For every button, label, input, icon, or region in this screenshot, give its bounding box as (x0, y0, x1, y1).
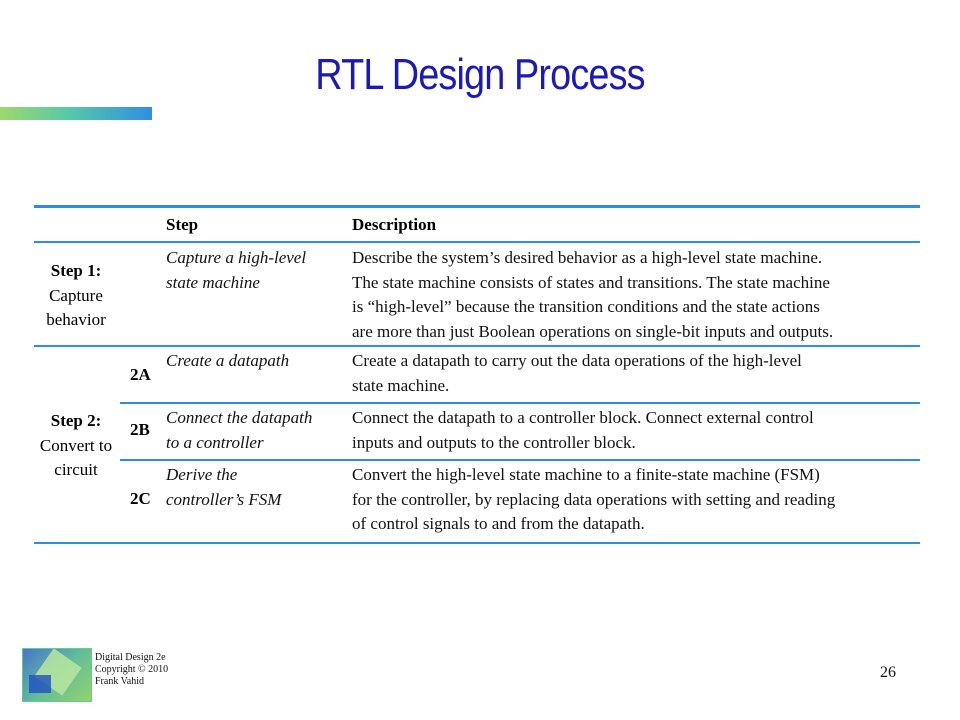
step2-name-cell: Step 2: Convert to circuit (34, 409, 118, 483)
substep-rule (120, 402, 920, 404)
substep-rule (120, 459, 920, 461)
table-bottom-rule (34, 542, 920, 544)
substep-step-line: Create a datapath (166, 351, 290, 370)
process-table: Step Description Step 1: Capture behavio… (34, 205, 920, 544)
page-number: 26 (880, 664, 896, 681)
substep-description-cell: Convert the high-level state machine to … (352, 463, 920, 537)
table-top-rule (34, 205, 920, 208)
substep-code: 2B (130, 420, 150, 439)
substep-description-cell: Connect the datapath to a controller blo… (352, 406, 920, 455)
step1-step-line: Capture a high-level (166, 248, 307, 267)
step1-desc-line: is “high-level” because the transition c… (352, 297, 820, 316)
substep-step-cell: Connect the datapath to a controller (166, 406, 312, 455)
step1-description-cell: Describe the system’s desired behavior a… (352, 246, 920, 344)
substep-code: 2C (130, 489, 151, 508)
substep-desc-line: Create a datapath to carry out the data … (352, 351, 802, 370)
step1-label: Step 1: (50, 261, 102, 280)
substep-desc-line: for the controller, by replacing data op… (352, 489, 836, 509)
step1-name-line: Capture (49, 285, 103, 305)
substep-step-line: to a controller (166, 432, 264, 452)
step1-desc-line: are more than just Boolean operations on… (352, 321, 834, 341)
logo-shape (29, 675, 51, 693)
step2-name-line: circuit (54, 460, 98, 479)
header-rule (34, 241, 920, 243)
substep-desc-line: Connect the datapath to a controller blo… (352, 408, 814, 427)
step1-desc-line: Describe the system’s desired behavior a… (352, 248, 823, 267)
step2-label: Step 2: (50, 411, 102, 430)
footer-credits: Digital Design 2e Copyright © 2010 Frank… (95, 652, 168, 688)
substep-desc-line: state machine. (352, 375, 450, 395)
substep-step-cell: Derive the controller’s FSM (166, 463, 281, 512)
substep-desc-line: of control signals to and from the datap… (352, 514, 645, 533)
book-cover-logo-icon (22, 648, 92, 702)
table-row-2b: 2B Connect the datapath to a controller … (34, 404, 920, 459)
substep-code: 2A (130, 365, 151, 384)
footer-line: Digital Design 2e (95, 652, 166, 663)
substep-desc-line: inputs and outputs to the controller blo… (352, 432, 636, 452)
table-row-2c: 2C Derive the controller’s FSM Convert t… (34, 461, 920, 542)
step1-step-cell: Capture a high-level state machine (166, 246, 306, 295)
substep-description-cell: Create a datapath to carry out the data … (352, 349, 920, 398)
table-group-step2: Step 2: Convert to circuit 2A Create a d… (34, 347, 920, 542)
footer-line: Copyright © 2010 (95, 664, 169, 675)
substep-step-line: Connect the datapath (166, 408, 313, 427)
substep-step-line: controller’s FSM (166, 489, 282, 509)
step1-desc-line: The state machine consists of states and… (352, 272, 830, 292)
table-row-2a: 2A Create a datapath Create a datapath t… (34, 347, 920, 402)
step1-name-cell: Step 1: Capture behavior (34, 259, 118, 333)
table-row-step1: Step 1: Capture behavior Capture a high-… (34, 243, 920, 345)
row-rule (34, 345, 920, 347)
footer-line: Frank Vahid (95, 676, 144, 687)
step1-step-line: state machine (166, 272, 260, 292)
substep-desc-line: Convert the high-level state machine to … (352, 465, 820, 484)
step1-name-line: behavior (46, 310, 106, 329)
title-accent-bar (0, 107, 152, 120)
substep-step-cell: Create a datapath (166, 349, 289, 374)
step2-name-line: Convert to (39, 435, 113, 455)
header-step: Step (166, 215, 199, 234)
substep-step-line: Derive the (166, 465, 238, 484)
table-header-row: Step Description (34, 208, 920, 241)
slide-title: RTL Design Process (315, 50, 645, 99)
header-description: Description (352, 215, 437, 234)
